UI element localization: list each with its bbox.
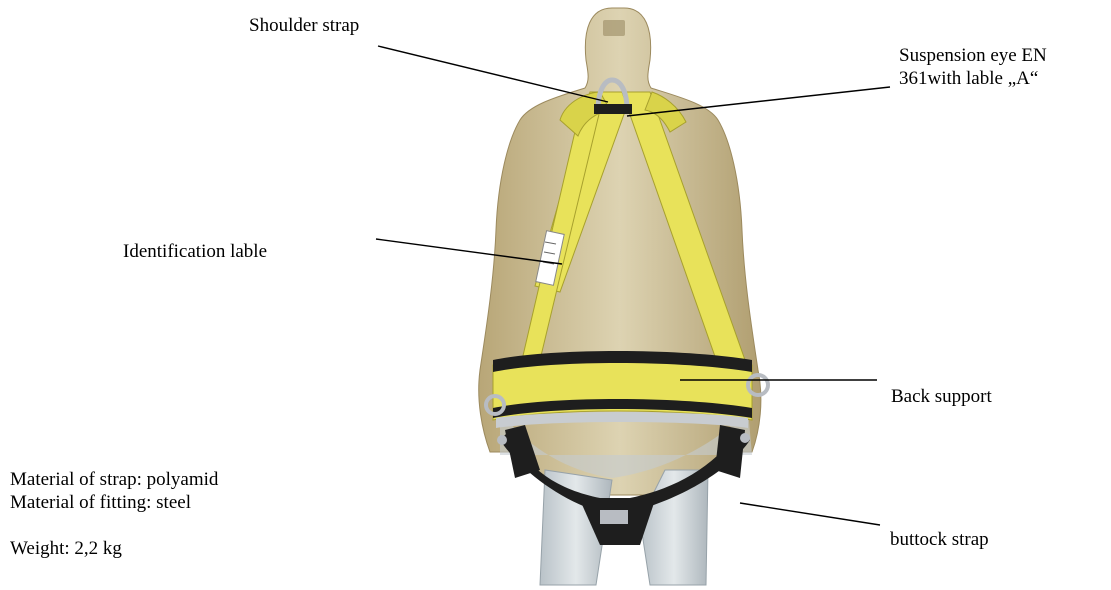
specifications: Material of strap: polyamid Material of … — [10, 468, 218, 560]
back-support-belt — [486, 351, 768, 428]
strap-material: Material of strap: polyamid — [10, 468, 218, 491]
suspension-eye-label-line1: Suspension eye EN — [899, 44, 1047, 67]
identification-label: Identification lable — [123, 240, 267, 263]
buttock-strap-label: buttock strap — [890, 528, 989, 551]
leader-buttock-strap — [740, 503, 880, 525]
fitting-material: Material of fitting: steel — [10, 491, 218, 514]
shoulder-strap-label: Shoulder strap — [249, 14, 359, 37]
leader-shoulder-strap — [378, 46, 608, 102]
back-support-label: Back support — [891, 385, 992, 408]
weight: Weight: 2,2 kg — [10, 537, 218, 560]
suspension-eye-label-line2: 361with lable „A“ — [899, 67, 1038, 90]
